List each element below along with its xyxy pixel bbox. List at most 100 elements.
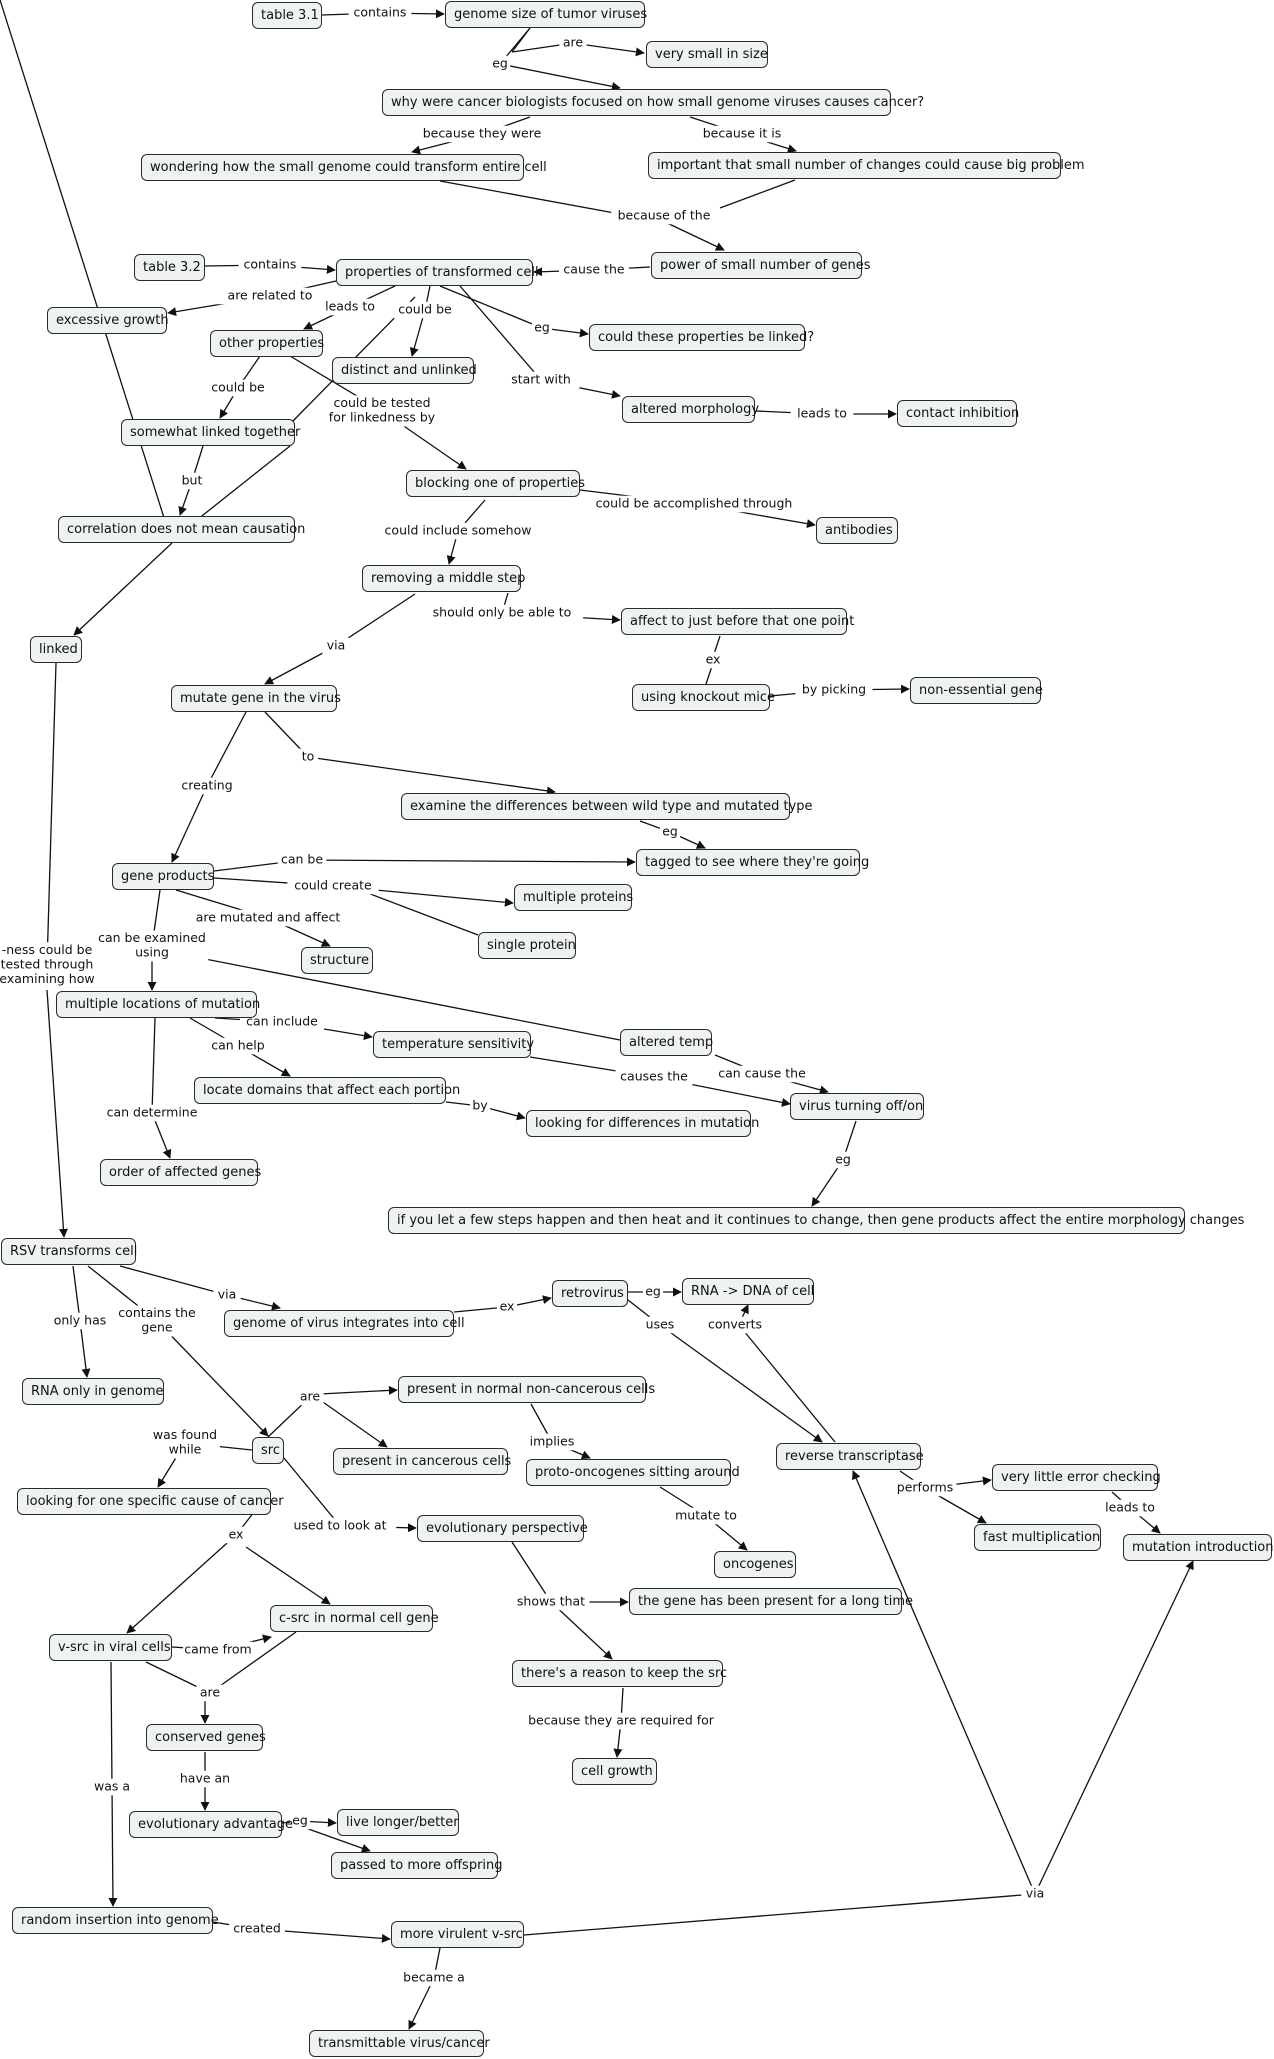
node-rsv[interactable]: RSV transforms cell <box>1 1238 137 1265</box>
node-mutation-intro[interactable]: mutation introduction <box>1123 1534 1274 1561</box>
edge-label-because-of-the: because of the <box>611 207 717 225</box>
node-live-longer[interactable]: live longer/better <box>337 1809 459 1836</box>
node-antibodies[interactable]: antibodies <box>816 517 898 544</box>
edge-line <box>408 1977 435 2030</box>
node-passed-more[interactable]: passed to more offspring <box>331 1852 503 1879</box>
node-removing[interactable]: removing a middle step <box>362 565 525 592</box>
node-gene-present-long[interactable]: the gene has been present for a long tim… <box>629 1588 913 1615</box>
node-affect-before[interactable]: affect to just before that one point <box>621 608 854 635</box>
node-excessive[interactable]: excessive growth <box>47 307 169 334</box>
node-random-insert[interactable]: random insertion into genome <box>12 1907 219 1934</box>
edge-line <box>108 1786 118 1907</box>
svg-text:contains: contains <box>354 4 407 19</box>
node-important-small[interactable]: important that small number of changes c… <box>648 152 1085 179</box>
node-present-cancer[interactable]: present in cancerous cells <box>333 1448 511 1475</box>
svg-text:eg: eg <box>492 55 508 70</box>
node-oncogenes[interactable]: oncogenes <box>714 1551 796 1578</box>
node-cell-growth[interactable]: cell growth <box>572 1758 657 1785</box>
node-transmittable[interactable]: transmittable virus/cancer <box>309 2030 490 2057</box>
node-looking-diff[interactable]: looking for differences in mutation <box>526 1110 759 1137</box>
node-multiple-proteins[interactable]: multiple proteins <box>514 884 633 911</box>
node-looking-one[interactable]: looking for one specific cause of cancer <box>17 1488 284 1515</box>
node-structure[interactable]: structure <box>301 947 373 974</box>
edge-label-are: are <box>559 34 587 52</box>
edge-line <box>319 1399 388 1448</box>
svg-text:eg: eg <box>662 823 678 838</box>
edge-label-eg: eg <box>642 1283 664 1301</box>
node-virus-turning[interactable]: virus turning off/on <box>790 1093 924 1120</box>
node-reason-keep[interactable]: there's a reason to keep the src <box>512 1660 727 1687</box>
node-other-props[interactable]: other properties <box>210 330 324 357</box>
node-gene-products[interactable]: gene products <box>112 863 214 890</box>
edge-line <box>126 1534 237 1634</box>
node-little-error[interactable]: very little error checking <box>992 1464 1161 1491</box>
node-temp-sens[interactable]: temperature sensitivity <box>373 1031 534 1058</box>
svg-text:can be examined: can be examined <box>98 930 206 945</box>
node-reverse-trans[interactable]: reverse transcriptase <box>776 1443 924 1470</box>
node-table-3-2[interactable]: table 3.2 <box>134 254 205 281</box>
edge-label-are-related-to: are related to <box>217 287 323 305</box>
svg-text:could include somehow: could include somehow <box>385 522 532 537</box>
node-mutate-gene[interactable]: mutate gene in the virus <box>171 685 341 712</box>
node-multi-loc[interactable]: multiple locations of mutation <box>56 991 260 1018</box>
node-knockout[interactable]: using knockout mice <box>632 684 775 711</box>
node-blocking[interactable]: blocking one of properties <box>406 470 585 497</box>
node-properties[interactable]: properties of transformed cell <box>336 259 539 286</box>
node-single-protein[interactable]: single protein <box>478 932 576 959</box>
node-locate-domains[interactable]: locate domains that affect each portion <box>194 1077 460 1104</box>
node-very-small[interactable]: very small in size <box>646 41 768 68</box>
edge-label-converts: converts <box>703 1316 767 1334</box>
node-src[interactable]: src <box>252 1437 284 1464</box>
edge-label-are: are <box>296 1388 324 1406</box>
svg-text:contains: contains <box>244 256 297 271</box>
edge-line <box>119 1265 228 1296</box>
node-fast-mult[interactable]: fast multiplication <box>974 1524 1101 1551</box>
node-order-genes[interactable]: order of affected genes <box>100 1159 261 1186</box>
node-proto-onco[interactable]: proto-oncogenes sitting around <box>526 1459 740 1486</box>
node-distinct[interactable]: distinct and unlinked <box>332 357 477 384</box>
node-contact-inhib[interactable]: contact inhibition <box>897 400 1019 427</box>
svg-text:creating: creating <box>181 777 232 792</box>
node-nonessential[interactable]: non-essential gene <box>910 677 1043 704</box>
edge-label-leads-to: leads to <box>318 298 382 316</box>
node-genome-integrates[interactable]: genome of virus integrates into cell <box>224 1310 465 1337</box>
node-tagged[interactable]: tagged to see where they're going <box>636 849 869 876</box>
edge-line <box>511 44 561 53</box>
edge-label-became-a: became a <box>402 1969 466 1987</box>
edge-line <box>852 1470 1036 1895</box>
node-table-3-1[interactable]: table 3.1 <box>252 2 322 29</box>
node-rna-dna[interactable]: RNA -> DNA of cell <box>682 1278 814 1305</box>
edge-label-came-from: came from <box>183 1641 253 1659</box>
node-altered-morph[interactable]: altered morphology <box>622 396 759 423</box>
node-conserved[interactable]: conserved genes <box>146 1724 266 1751</box>
node-evol-adv[interactable]: evolutionary advantage <box>129 1811 293 1838</box>
node-vsrc[interactable]: v-src in viral cells <box>49 1634 172 1661</box>
node-rna-only[interactable]: RNA only in genome <box>22 1378 164 1405</box>
svg-text:came from: came from <box>184 1641 251 1656</box>
node-altered-temp[interactable]: altered temp <box>620 1029 713 1056</box>
node-linked[interactable]: linked <box>30 636 82 663</box>
node-if-you-let[interactable]: if you let a few steps happen and then h… <box>388 1207 1244 1234</box>
svg-text:could be tested: could be tested <box>333 395 430 410</box>
svg-text:leads to: leads to <box>797 405 847 420</box>
node-wondering[interactable]: wondering how the small genome could tra… <box>141 154 547 181</box>
node-could-linked[interactable]: could these properties be linked? <box>589 324 814 351</box>
svg-text:via: via <box>327 637 346 652</box>
node-evolutionary-persp[interactable]: evolutionary perspective <box>417 1515 588 1542</box>
edge-label-because-required: because they are required for <box>515 1712 727 1730</box>
node-examine-diff[interactable]: examine the differences between wild typ… <box>401 793 813 820</box>
node-somewhat-linked[interactable]: somewhat linked together <box>121 419 300 446</box>
node-more-virulent[interactable]: more virulent v-src <box>391 1921 524 1948</box>
svg-text:shows that: shows that <box>517 1593 585 1608</box>
node-correlation[interactable]: correlation does not mean causation <box>58 516 305 543</box>
edge-label-implies: implies <box>524 1433 580 1451</box>
edge-label-was-a: was a <box>91 1778 133 1796</box>
svg-text:used to look at: used to look at <box>293 1517 386 1532</box>
node-power-small[interactable]: power of small number of genes <box>651 252 871 279</box>
node-genome-size[interactable]: genome size of tumor viruses <box>445 1 647 28</box>
node-why-focused[interactable]: why were cancer biologists focused on ho… <box>382 89 924 116</box>
edge-label-start-with: start with <box>502 371 580 389</box>
node-csrc[interactable]: c-src in normal cell gene <box>270 1605 439 1632</box>
node-present-normal[interactable]: present in normal non-cancerous cells <box>398 1376 655 1403</box>
node-retrovirus[interactable]: retrovirus <box>552 1280 628 1307</box>
